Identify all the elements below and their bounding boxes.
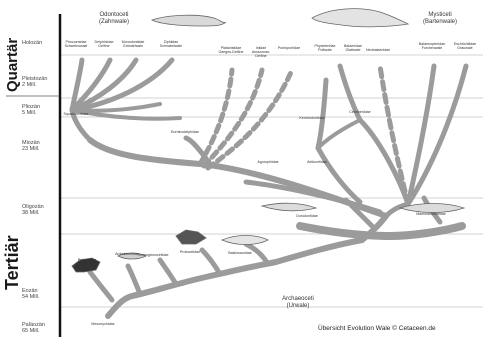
branch-eschrichtiidae [408, 66, 466, 204]
taxon-eurhinodelphidae: Eurhinodelphidae [170, 130, 200, 134]
taxon-monodontidae: Monodontidae Gründelwale [120, 40, 146, 48]
taxon-kentriodontidae: Kentriodontidae [298, 116, 326, 120]
epoch-age: 54 Mill. [22, 294, 56, 300]
taxon-balaenopteridae: Balaenopteridae Furchenwale [418, 42, 446, 50]
branch-remingtonocetidae [160, 260, 176, 284]
era-label-tertiaer: Tertiär [2, 235, 23, 290]
taxon-pakicetidae: Pakicetidae [74, 258, 100, 262]
basilosaurus-illustration [222, 236, 268, 245]
taxon-agorophiidae: Agorophiidae [254, 160, 282, 164]
group-archaeoceti: Archaeoceti(Urwale) [268, 296, 328, 309]
taxon-platanistidae: Platanistidae Ganges-Delfine [218, 46, 244, 54]
epoch-name: Holozän [22, 40, 56, 46]
branch-pakicetidae [90, 272, 112, 300]
taxon-mesonychidae: Mesonychidae [88, 322, 118, 326]
credit-text: Übersicht Evolution Wale © Cetaceen.de [318, 325, 436, 332]
taxon-ambulocetidae: Ambulocetidae [112, 252, 142, 256]
epoch-holocene: Holozän [22, 40, 56, 46]
group-subtitle: (Urwale) [268, 303, 328, 310]
branch-oligocene-band [300, 226, 462, 236]
branch-archaeo-stem-4 [276, 240, 362, 262]
taxon-iniidae: Iniidae Amazonas-Delfine [248, 46, 274, 58]
taxon-pontoporiidae: Pontoporiidae [276, 46, 302, 50]
taxon-ziphiidae: Ziphiidae Schnabelwale [158, 40, 184, 48]
taxon-eschrichtiidae: Eschrichtiidae Grauwale [452, 42, 478, 50]
era-label-quartaer: Quartär [4, 38, 21, 92]
taxon-delphinidae: Delphinidae Delfine [92, 40, 116, 48]
taxon-basilosauridae: Basilosauridae [226, 251, 254, 255]
baleen-whale-illustration [312, 9, 408, 27]
taxon-phocoenidae: Phocoenidae Schweinswale [64, 40, 88, 48]
rodhocetus-illustration [176, 230, 206, 244]
epoch-age: 38 Mill. [22, 210, 56, 216]
taxon-squalodontidae: Squalodontidae [62, 112, 90, 116]
epoch-age: 2 Mill. [22, 82, 56, 88]
branch-physeteridae [318, 80, 326, 148]
taxon-dorudontidae: Dorudontidae [294, 214, 320, 218]
taxon-physeteridae: Physeteridae Pottwale [312, 44, 338, 52]
branch-protocetidae [202, 250, 220, 274]
taxon-protocetidae: Protocetidae [176, 250, 204, 254]
branch-cetotheriidae [360, 120, 408, 204]
group-subtitle: (Zahnwale) [84, 19, 144, 26]
branch-ambulocetidae [128, 266, 140, 294]
epoch-age: 65 Mill. [22, 328, 56, 334]
group-subtitle: (Bartenwale) [410, 19, 470, 26]
taxon-mammalodontidae: Mammalodontidae [416, 212, 446, 216]
taxon-balaenidae: Balaenidae Glattwale [340, 44, 366, 52]
oligocene-whale-illustration [262, 203, 316, 211]
branch-mysticete-node [386, 204, 408, 216]
taxon-neobalaenidae: Neobalaenidae [366, 48, 390, 52]
epoch-age: 5 Mill. [22, 110, 56, 116]
branch-neobalaenidae [380, 66, 408, 204]
group-odontoceti: Odontoceti(Zahnwale) [84, 12, 144, 25]
group-mysticeti: Mysticeti(Bartenwale) [410, 12, 470, 25]
taxon-aetiocetidae: Aetiocetidae [304, 160, 330, 164]
dolphin-illustration [152, 15, 226, 26]
branch-odontocete-stem [90, 140, 386, 216]
epoch-age: 23 Mill. [22, 146, 56, 152]
taxon-cetotheriidae: Cetotheriidae [346, 110, 374, 114]
